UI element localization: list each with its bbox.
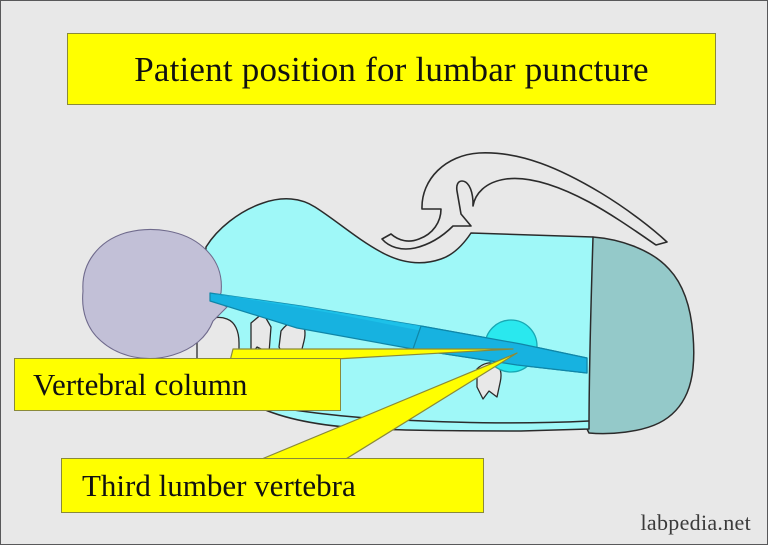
vertebral-column-callout: Vertebral column	[14, 358, 341, 411]
head-outline	[82, 228, 228, 360]
buttock-thigh	[584, 236, 695, 435]
watermark: labpedia.net	[640, 510, 751, 535]
third-lumbar-vertebra-callout: Third lumber vertebra	[61, 458, 484, 513]
vertebral-column-label: Vertebral column	[33, 367, 248, 402]
third-lumbar-vertebra-label: Third lumber vertebra	[82, 468, 356, 503]
arm-outline	[381, 152, 668, 250]
title-callout: Patient position for lumbar puncture	[67, 33, 716, 105]
title-text: Patient position for lumbar puncture	[134, 49, 649, 89]
